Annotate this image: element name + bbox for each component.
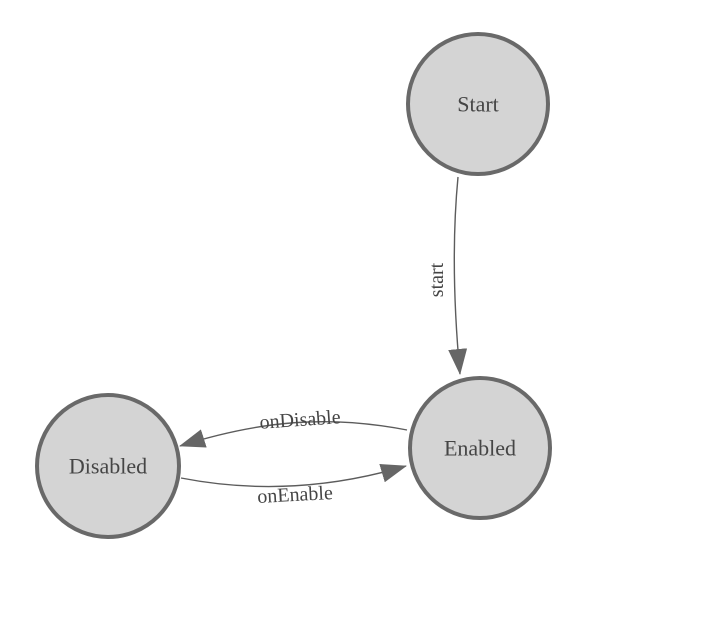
edge-enabled-to-disabled: onDisable (179, 406, 408, 448)
node-disabled[interactable]: Disabled (35, 393, 181, 539)
edge-line-ondisable[interactable] (179, 420, 408, 448)
node-enabled[interactable]: Enabled (408, 376, 552, 520)
node-enabled-label: Enabled (444, 436, 516, 461)
edge-label-ondisable: onDisable (259, 406, 342, 434)
node-disabled-label: Disabled (69, 454, 147, 479)
node-start[interactable]: Start (406, 32, 550, 176)
edge-start-to-enabled: start (426, 176, 468, 375)
edge-label-onenable: onEnable (257, 482, 334, 508)
edge-line-start[interactable] (448, 176, 468, 375)
edge-disabled-to-enabled: onEnable (180, 464, 407, 508)
edge-line-onenable[interactable] (180, 464, 407, 488)
node-enabled-circle[interactable] (408, 376, 552, 520)
edge-label-start: start (426, 262, 448, 297)
node-start-label: Start (457, 92, 499, 117)
node-disabled-circle[interactable] (35, 393, 181, 539)
node-start-circle[interactable] (406, 32, 550, 176)
